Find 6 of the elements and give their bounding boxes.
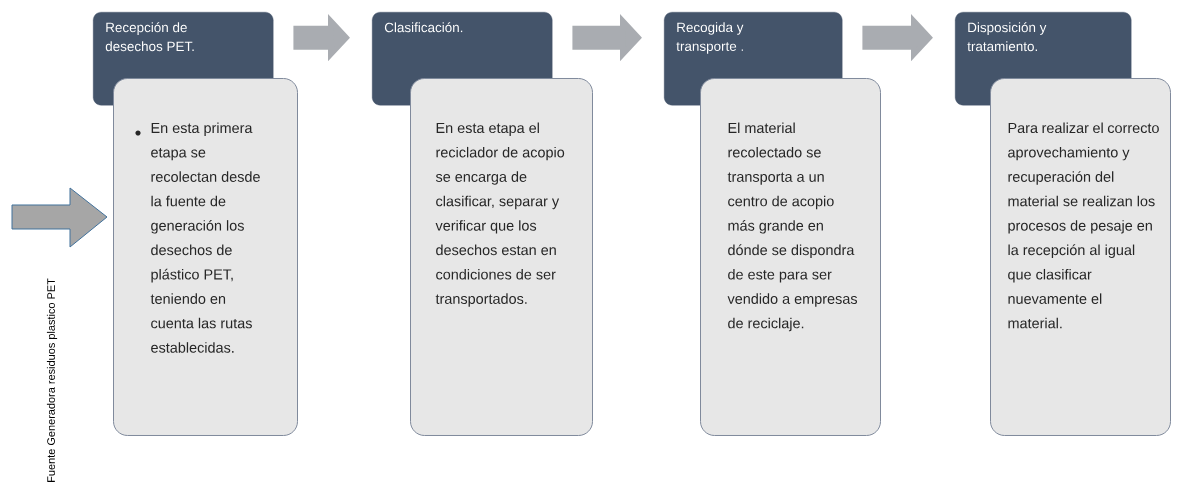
vertical-label: Fuente Generadora residuos plastico PET: [46, 278, 58, 482]
description-card: En esta primera etapa se recolectan desde la fuente de generación los desechos de plástico PET, teniendo en cuenta las rutas establecidas.: [113, 78, 298, 436]
block-arrow: [11, 187, 108, 248]
description-card: Para realizar el correcto aprovechamiento y recuperación del material se realizan los procesos de pesaje en la recepción al igual que clasificar nuevamente el material.: [990, 78, 1171, 436]
description-card: En esta etapa el reciclador de acopio se encarga de clasificar, separar y verificar que los desechos estan en condiciones de ser transportados.: [410, 78, 593, 436]
description-card: El material recolectado se transporta a un centro de acopio más grande en dónde se dispondra de este para ser vendido a empresas de reciclaje.: [700, 78, 881, 436]
